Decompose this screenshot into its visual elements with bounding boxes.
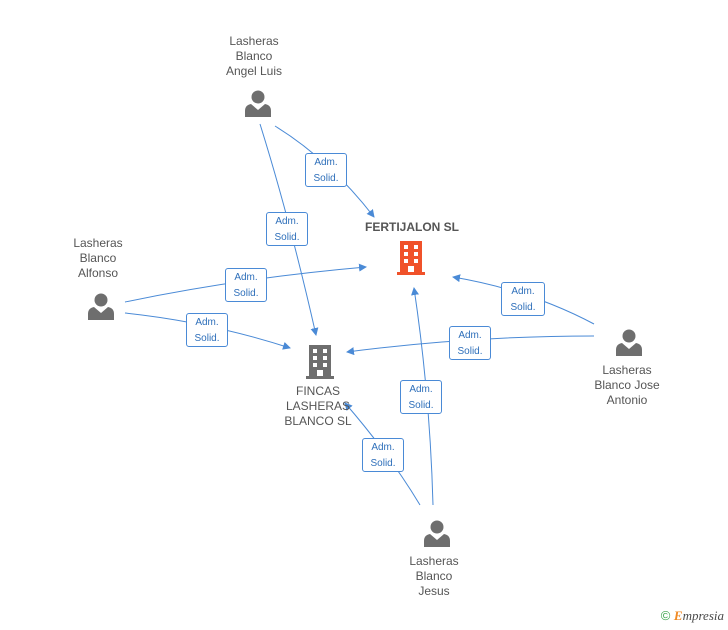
- building-icon[interactable]: [305, 345, 335, 379]
- relation-label[interactable]: Adm. Solid.: [305, 153, 347, 187]
- person-label-jesus: Lasheras Blanco Jesus: [409, 554, 459, 598]
- footer-brand: © Empresia: [661, 608, 724, 624]
- relation-role: Adm.: [234, 272, 258, 283]
- relation-role: Adm.: [371, 442, 395, 453]
- relation-type: Solid.: [274, 232, 300, 243]
- relation-role: Adm.: [458, 330, 482, 341]
- person-icon[interactable]: [423, 519, 451, 547]
- relation-label[interactable]: Adm. Solid.: [186, 313, 228, 347]
- person-icon[interactable]: [87, 292, 115, 320]
- brand-logo-initial: E: [673, 608, 683, 623]
- relation-label[interactable]: Adm. Solid.: [400, 380, 442, 414]
- relation-type: Solid.: [510, 302, 536, 313]
- relation-type: Solid.: [313, 173, 339, 184]
- person-icon[interactable]: [615, 328, 643, 356]
- relation-label[interactable]: Adm. Solid.: [449, 326, 491, 360]
- person-label-alfonso: Lasheras Blanco Alfonso: [73, 236, 123, 280]
- relation-type: Solid.: [408, 400, 434, 411]
- relation-label[interactable]: Adm. Solid.: [225, 268, 267, 302]
- relation-role: Adm.: [314, 157, 338, 168]
- relation-type: Solid.: [370, 458, 396, 469]
- person-label-angel-luis: Lasheras Blanco Angel Luis: [225, 34, 283, 78]
- relation-label[interactable]: Adm. Solid.: [501, 282, 545, 316]
- relation-label[interactable]: Adm. Solid.: [362, 438, 404, 472]
- relation-type: Solid.: [194, 333, 220, 344]
- person-label-jose-antonio: Lasheras Blanco Jose Antonio: [594, 363, 660, 407]
- brand-logo-text: mpresia: [682, 608, 724, 623]
- relation-type: Solid.: [457, 346, 483, 357]
- copyright-icon: ©: [660, 608, 671, 623]
- building-icon[interactable]: [396, 241, 426, 275]
- relation-role: Adm.: [511, 286, 535, 297]
- company-label-fertijalon: FERTIJALON SL: [365, 220, 460, 234]
- relation-type: Solid.: [233, 288, 259, 299]
- relation-label[interactable]: Adm. Solid.: [266, 212, 308, 246]
- company-label-fincas: FINCAS LASHERAS BLANCO SL: [284, 384, 352, 428]
- person-icon[interactable]: [244, 89, 272, 117]
- relation-role: Adm.: [409, 384, 433, 395]
- relation-role: Adm.: [275, 216, 299, 227]
- relation-role: Adm.: [195, 317, 219, 328]
